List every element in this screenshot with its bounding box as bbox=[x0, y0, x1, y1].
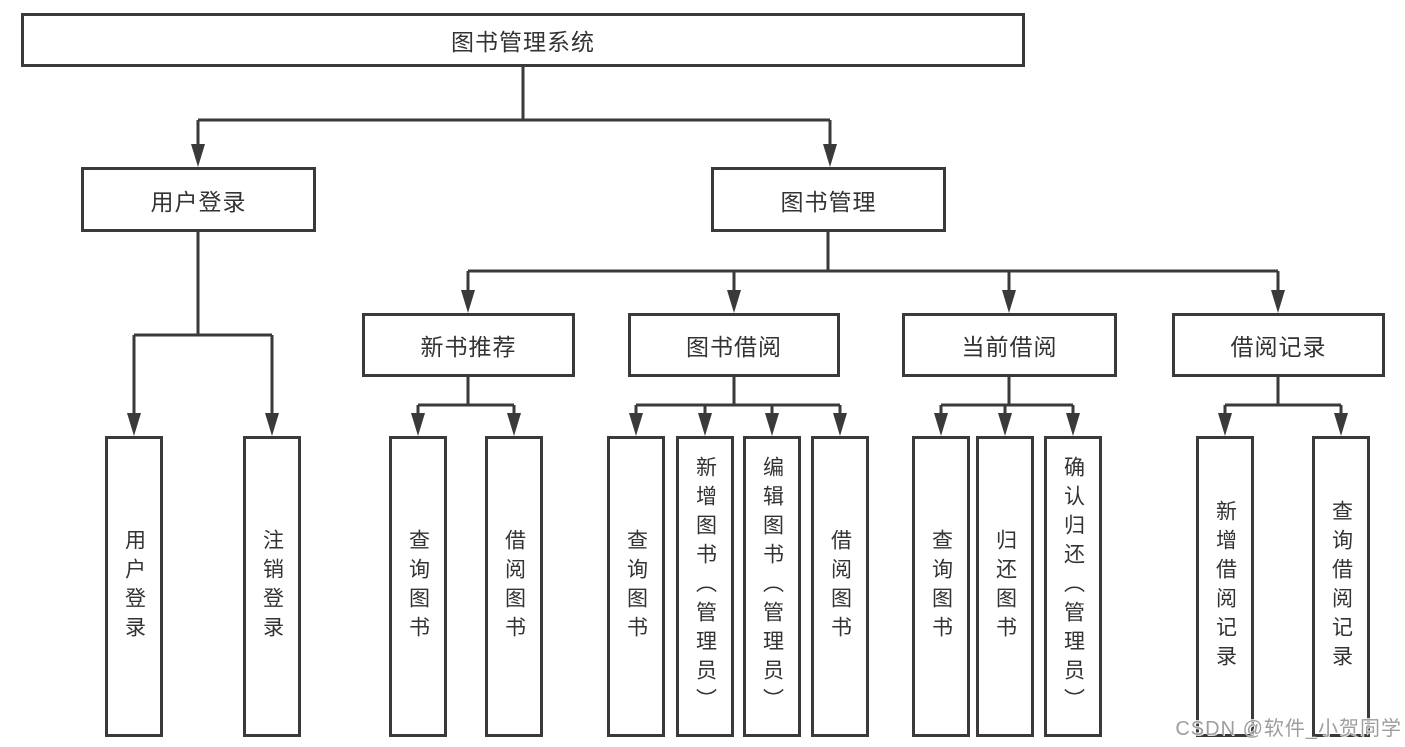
node-query-borrow-record: 查询借阅记录 bbox=[1312, 436, 1370, 737]
connector-root-to-level2 bbox=[191, 67, 837, 167]
arrowhead bbox=[411, 413, 425, 436]
arrowhead bbox=[823, 144, 837, 167]
node-confirm-return-admin: 确认归还（管理员） bbox=[1044, 436, 1102, 737]
arrowhead bbox=[507, 413, 521, 436]
connector-book-management-to-level3 bbox=[461, 232, 1285, 313]
connector-user-login-to-children bbox=[127, 232, 279, 436]
node-query-books-borrowing: 查询图书 bbox=[607, 436, 665, 737]
arrowhead bbox=[727, 290, 741, 313]
node-return-books: 归还图书 bbox=[976, 436, 1034, 737]
node-borrowing-records: 借阅记录 bbox=[1172, 313, 1385, 377]
node-book-management: 图书管理 bbox=[711, 167, 946, 232]
arrowhead bbox=[1002, 290, 1016, 313]
connector-new-book-to-children bbox=[411, 377, 521, 436]
connector-book-borrowing-to-children bbox=[629, 377, 847, 436]
node-borrow-books: 借阅图书 bbox=[811, 436, 869, 737]
arrowhead bbox=[191, 144, 205, 167]
arrowhead bbox=[1066, 413, 1080, 436]
node-book-borrowing: 图书借阅 bbox=[628, 313, 840, 377]
arrowhead bbox=[1218, 413, 1232, 436]
arrowhead bbox=[1271, 290, 1285, 313]
connector-current-borrowing-to-children bbox=[934, 377, 1080, 436]
node-query-books-current: 查询图书 bbox=[912, 436, 970, 737]
node-user-login-action: 用户登录 bbox=[105, 436, 163, 737]
arrowhead bbox=[461, 290, 475, 313]
watermark-text: CSDN @软件_小贺同学 bbox=[1175, 718, 1402, 740]
node-query-books-recommend: 查询图书 bbox=[389, 436, 447, 737]
node-current-borrowing: 当前借阅 bbox=[902, 313, 1117, 377]
node-add-books-admin: 新增图书（管理员） bbox=[676, 436, 734, 737]
node-edit-books-admin: 编辑图书（管理员） bbox=[743, 436, 801, 737]
arrowhead bbox=[833, 413, 847, 436]
arrowhead bbox=[629, 413, 643, 436]
arrowhead bbox=[1334, 413, 1348, 436]
node-new-book-recommend: 新书推荐 bbox=[362, 313, 575, 377]
node-add-borrow-record: 新增借阅记录 bbox=[1196, 436, 1254, 737]
node-logout: 注销登录 bbox=[243, 436, 301, 737]
arrowhead bbox=[127, 413, 141, 436]
arrowhead bbox=[765, 413, 779, 436]
node-library-management-system: 图书管理系统 bbox=[21, 13, 1025, 67]
arrowhead bbox=[934, 413, 948, 436]
arrowhead bbox=[998, 413, 1012, 436]
node-borrow-books-recommend: 借阅图书 bbox=[485, 436, 543, 737]
arrowhead bbox=[698, 413, 712, 436]
node-user-login: 用户登录 bbox=[81, 167, 316, 232]
arrowhead bbox=[265, 413, 279, 436]
connector-borrowing-records-to-children bbox=[1218, 377, 1348, 436]
